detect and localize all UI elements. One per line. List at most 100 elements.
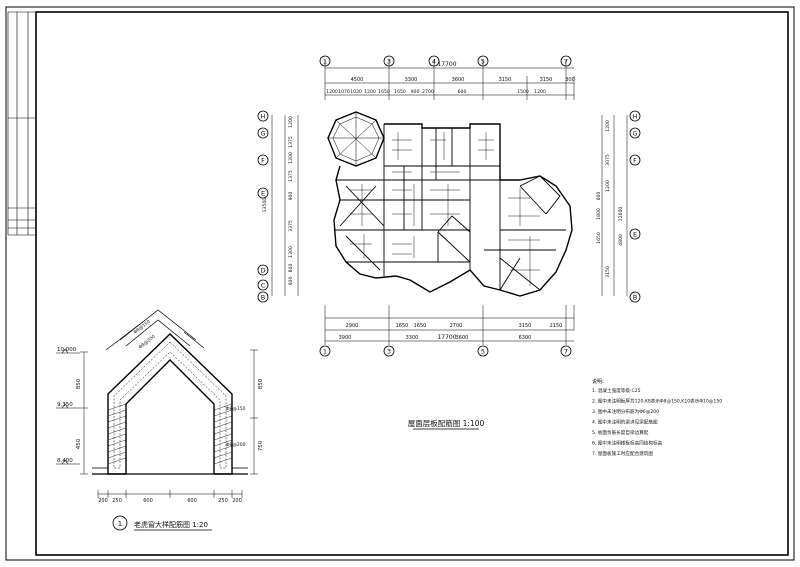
detail-bottom-dim: 600	[187, 498, 197, 504]
right-dim: 1650	[596, 232, 602, 244]
left-dim: 13500	[262, 198, 268, 213]
top-dim-2: 1200	[326, 89, 338, 95]
right-dim: 3150	[605, 266, 611, 278]
top-dim-2: 1500	[517, 89, 529, 95]
vdim-750-right: 750	[258, 440, 264, 451]
axis-bubble-left: F	[257, 154, 269, 166]
top-dim-1: 3150	[540, 77, 553, 83]
bottom-dim-2: 3300	[406, 335, 419, 341]
plan-title: 屋面层板配筋图 1:100	[408, 418, 485, 428]
sheet-inner-border	[35, 11, 789, 556]
axis-bubble-bottom: 7	[560, 345, 572, 357]
bottom-dim-1: 2900	[346, 323, 359, 329]
axis-bubble-right-label: F	[633, 156, 637, 164]
axis-bubble-bottom: 5	[477, 345, 489, 357]
top-dim-2: 1030	[350, 89, 362, 95]
rebar-sketches	[105, 309, 205, 351]
top-dim-2: 1650	[378, 89, 390, 95]
left-dim: 1375	[288, 170, 294, 182]
axis-bubble-right-label: H	[633, 112, 638, 120]
axis-bubble-right: G	[629, 127, 641, 139]
note-line: 4. 图中未注明的梁详见梁配筋图	[592, 419, 658, 426]
axis-bubble-left-label: F	[261, 156, 265, 164]
axis-bubble-right: F	[629, 154, 641, 166]
top-dim-2: 1200	[534, 89, 546, 95]
vdim-450-left: 450	[76, 438, 82, 449]
bottom-dim-2: 3600	[456, 335, 469, 341]
top-dim-2: 2700	[422, 89, 434, 95]
axis-bubble-bottom-label: 5	[481, 347, 485, 355]
right-dim: 1200	[605, 180, 611, 192]
note-line: 2. 图中未注明板厚为120,K8表示Φ8@150,K10表示Φ10@150	[592, 398, 722, 405]
top-dim-1: 3600	[452, 77, 465, 83]
right-dim: 4800	[618, 234, 624, 246]
top-dim-2: 600	[458, 89, 467, 95]
detail-number-circle	[112, 515, 128, 531]
detail-title: 老虎窗大样配筋图 1:20	[134, 520, 208, 529]
axis-bubble-right-label: E	[633, 230, 637, 238]
axis-bubble-right: E	[629, 228, 641, 240]
top-dim-1: 3300	[405, 77, 418, 83]
rebar-label-4: Φ8@200	[226, 442, 246, 448]
detail-bottom-dim: 600	[143, 498, 153, 504]
overall-dim-bottom: 17700	[437, 334, 456, 341]
bottom-dim-1: 3150	[519, 323, 532, 329]
left-dim: 800	[288, 264, 294, 273]
dormer-section-outline	[107, 333, 233, 475]
detail-number: 1	[118, 520, 122, 528]
elev-9350: 9.350	[57, 402, 73, 408]
note-line: 7. 屋面板施工时应配合建筑图	[592, 450, 653, 457]
bottom-dim-2: 6300	[519, 335, 532, 341]
title-block-strip	[7, 11, 36, 236]
rebar-label-2: Φ8@200	[138, 334, 157, 351]
side-dimension-lines	[271, 115, 628, 296]
sheet-outer-border	[5, 6, 795, 561]
left-dim: 3375	[288, 220, 294, 232]
top-dim-2: 1200	[364, 89, 376, 95]
detail-bottom-dim: 250	[218, 498, 228, 504]
rebar-label-3: Φ8@150	[226, 406, 246, 412]
axis-bubble-bottom: 3	[383, 345, 395, 357]
bottom-dim-1: 1650	[414, 323, 427, 329]
left-dim: 600	[288, 277, 294, 286]
left-dim: 1300	[288, 246, 294, 258]
axis-bubble-left-label: E	[261, 189, 265, 197]
bottom-axis-bubbles: 1 3 5 7	[319, 345, 572, 357]
axis-bubble-bottom: 1	[319, 345, 331, 357]
top-dimension-lines	[324, 60, 575, 100]
bottom-dimension-lines	[324, 305, 575, 345]
bottom-dim-1: 1650	[396, 323, 409, 329]
left-dim: 900	[288, 192, 294, 201]
bottom-dim-1: 2700	[450, 323, 463, 329]
top-dim-1: 3150	[499, 77, 512, 83]
top-dim-1: 4500	[351, 77, 364, 83]
axis-bubble-right-label: G	[632, 129, 637, 137]
detail-bottom-dim: 200	[232, 498, 242, 504]
axis-bubble-left-label: C	[261, 281, 266, 289]
elev-10000: 10.000	[57, 347, 77, 353]
axis-bubble-bottom-label: 1	[323, 347, 327, 355]
dormer-detail: 10.000 9.350 8.400 850 450 850 750	[56, 309, 264, 531]
axis-bubble-left-label: D	[260, 266, 265, 274]
bottom-dim-2: 3900	[339, 335, 352, 341]
axis-bubble-left-label: B	[261, 293, 265, 301]
axis-bubble-left: G	[257, 127, 269, 139]
note-line: 5. 板面负筋长度自梁边算起	[592, 429, 649, 436]
elev-8400: 8.400	[57, 458, 73, 464]
vdim-850-right: 850	[258, 378, 264, 389]
note-line: 1. 混凝土强度等级:C25	[592, 387, 641, 394]
right-dim: 3075	[605, 154, 611, 166]
axis-bubble-left: E	[257, 187, 269, 199]
bottom-dims-row-2: 3900 3300 3600 6300	[339, 335, 532, 341]
right-dim: 1200	[605, 120, 611, 132]
axis-bubble-left: D	[257, 264, 269, 276]
